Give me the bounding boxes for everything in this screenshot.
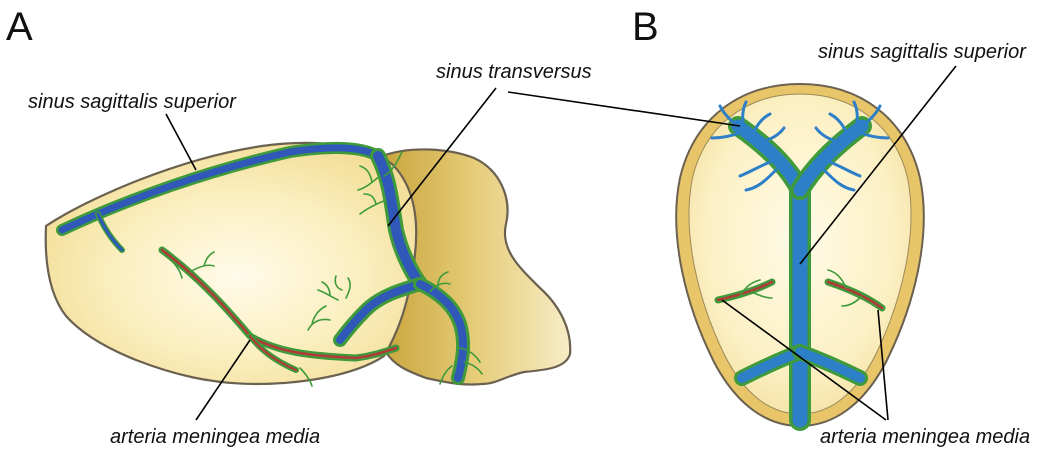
leader-sss-a bbox=[166, 114, 196, 170]
label-sinus-sagittalis-superior-a: sinus sagittalis superior bbox=[28, 91, 237, 113]
panel-a-letter: A bbox=[6, 5, 33, 49]
label-sinus-transversus: sinus transversus bbox=[436, 61, 592, 83]
panel-a: A bbox=[6, 5, 592, 448]
label-sinus-sagittalis-superior-b: sinus sagittalis superior bbox=[818, 41, 1027, 63]
cerebral-hemisphere-shape bbox=[46, 143, 416, 384]
leader-st-to-b bbox=[508, 92, 740, 126]
panel-b-letter: B bbox=[632, 5, 659, 49]
label-arteria-meningea-media-a: arteria meningea media bbox=[110, 426, 320, 448]
label-arteria-meningea-media-b: arteria meningea media bbox=[820, 426, 1030, 448]
